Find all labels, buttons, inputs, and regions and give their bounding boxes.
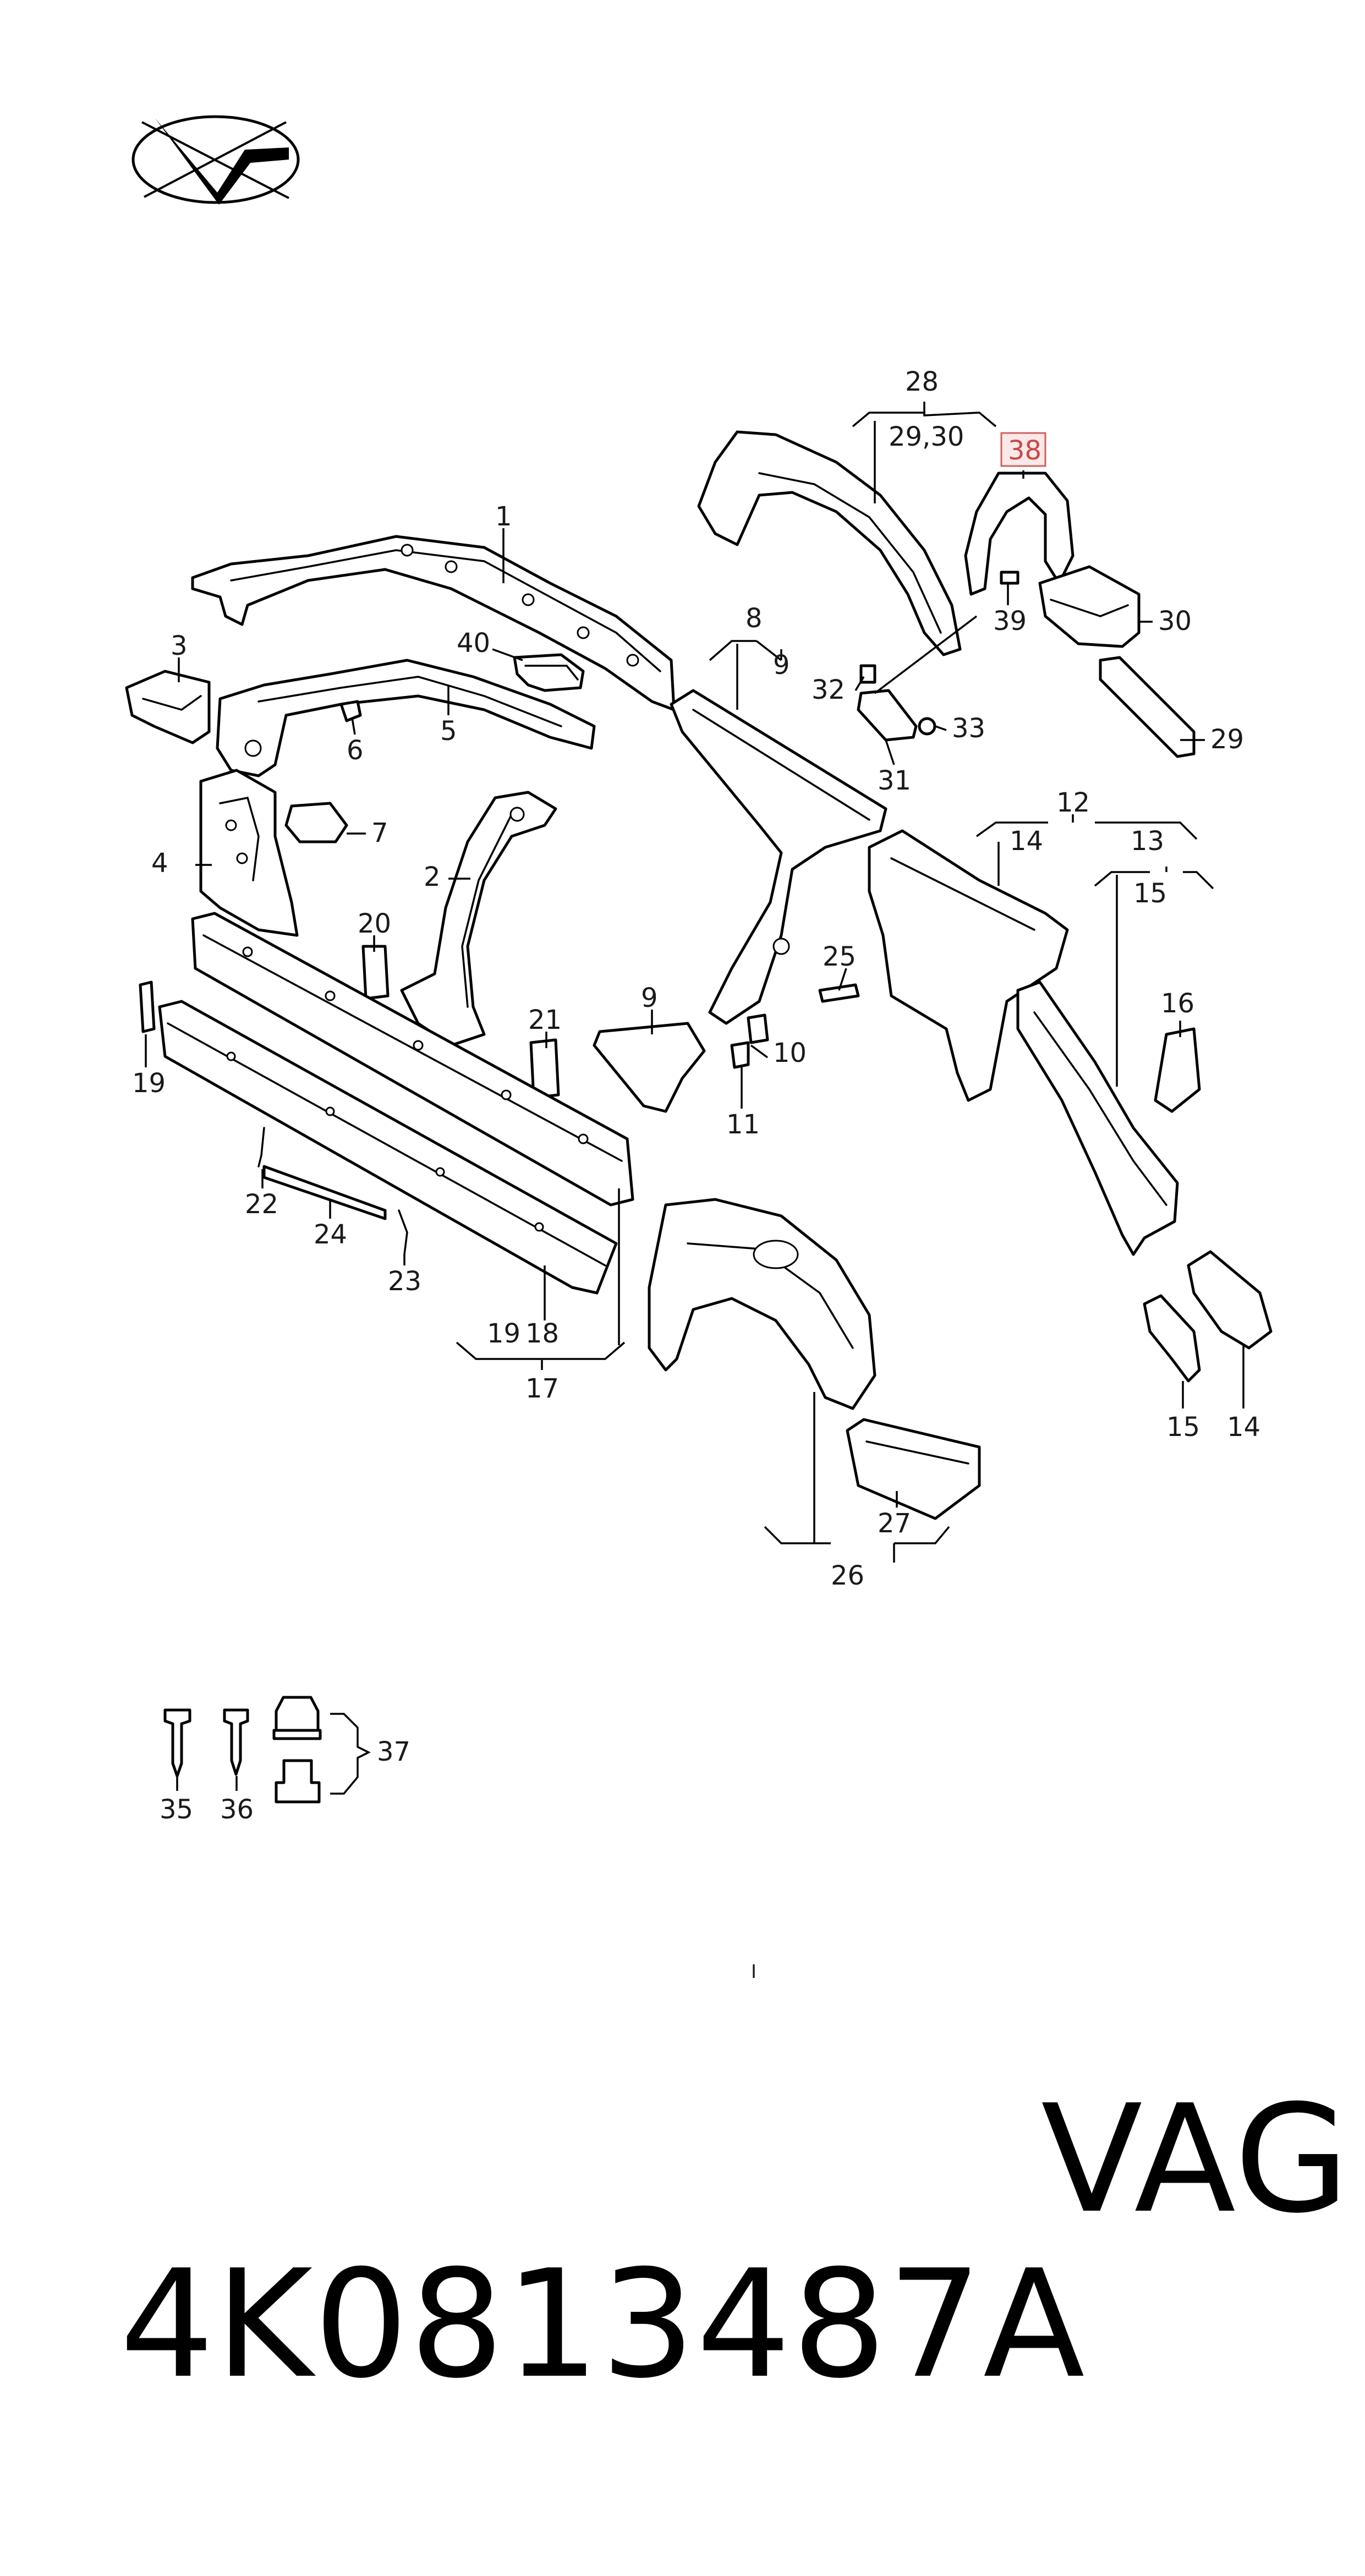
part-5-arch bbox=[216, 659, 596, 777]
part-30-bracket bbox=[1038, 565, 1141, 648]
brand-name: VAG bbox=[1041, 2073, 1351, 2246]
part-15-bracket bbox=[1143, 1294, 1201, 1383]
callout-22: 22 bbox=[245, 1189, 278, 1220]
part-26-wheelhouse-lower bbox=[648, 1198, 876, 1410]
callout-10: 10 bbox=[773, 1038, 807, 1068]
part-38-strut-bracket bbox=[964, 472, 1075, 596]
callout-29: 29 bbox=[1210, 724, 1244, 755]
part-number: 4K0813487A bbox=[119, 2238, 1086, 2411]
highlight-box-38 bbox=[1000, 432, 1046, 467]
callout-33: 33 bbox=[952, 713, 985, 744]
callout-19-lower: 19 bbox=[487, 1318, 520, 1349]
part-28-wheelhouse-upper bbox=[697, 430, 962, 656]
callout-20: 20 bbox=[358, 908, 391, 939]
callout-36: 36 bbox=[220, 1794, 254, 1825]
callout-29-30: 29,30 bbox=[889, 421, 964, 452]
part-32-screw bbox=[859, 664, 876, 684]
callout-11: 11 bbox=[726, 1109, 760, 1140]
callouts: 1 3 40 5 6 4 7 2 20 21 8 9 9 10 11 25 28… bbox=[132, 366, 1260, 1983]
part-19-sill-inner bbox=[158, 1000, 618, 1295]
callout-25: 25 bbox=[823, 941, 856, 972]
part-12-wheelhouse-inner bbox=[868, 829, 1069, 1102]
callout-27: 27 bbox=[878, 1508, 911, 1539]
callout-39: 39 bbox=[993, 606, 1027, 637]
part-1-roof-frame bbox=[191, 535, 676, 711]
callout-18: 18 bbox=[525, 1318, 559, 1349]
callout-21: 21 bbox=[528, 1005, 562, 1035]
callout-26: 26 bbox=[831, 1560, 864, 1591]
callout-19-upper: 19 bbox=[132, 1068, 166, 1099]
small-mark: I bbox=[751, 1961, 756, 1983]
ellipse-arrow-logo-icon bbox=[131, 115, 300, 205]
part-6-clip bbox=[339, 700, 362, 722]
callout-35: 35 bbox=[160, 1794, 193, 1825]
callout-14-upper: 14 bbox=[1010, 826, 1043, 857]
callout-9-lower: 9 bbox=[641, 983, 658, 1013]
callout-3: 3 bbox=[171, 631, 188, 661]
callout-4: 4 bbox=[151, 848, 168, 879]
part-16-bracket bbox=[1154, 1027, 1201, 1113]
part-35-screw bbox=[163, 1708, 191, 1778]
part-4-pillar-inner bbox=[199, 769, 299, 937]
part-40-bracket bbox=[513, 653, 585, 692]
callout-15-upper: 15 bbox=[1133, 878, 1167, 909]
part-31-bracket bbox=[857, 689, 918, 742]
part-25-clip bbox=[818, 983, 860, 1003]
part-29-strip bbox=[1099, 656, 1196, 758]
callout-14-lower: 14 bbox=[1227, 1412, 1260, 1443]
part-19-end-cap bbox=[139, 980, 156, 1033]
part-37-bolt bbox=[275, 1759, 321, 1804]
part-7-bracket bbox=[284, 802, 348, 843]
parts-diagram: 1 3 40 5 6 4 7 2 20 21 8 9 9 10 11 25 28… bbox=[125, 115, 1273, 1983]
leader-lines bbox=[145, 402, 1245, 1795]
part-10-11-brackets bbox=[730, 1013, 769, 1069]
callout-15-lower: 15 bbox=[1166, 1412, 1200, 1443]
part-36-screw bbox=[223, 1708, 249, 1776]
callout-1: 1 bbox=[495, 501, 512, 532]
callout-12: 12 bbox=[1056, 787, 1090, 818]
callout-17: 17 bbox=[525, 1373, 559, 1404]
part-number-caption: 4K0813487A VAG bbox=[23, 2077, 1350, 2407]
callout-24: 24 bbox=[314, 1219, 347, 1250]
callout-6: 6 bbox=[347, 735, 364, 766]
part-27-bracket bbox=[846, 1418, 981, 1520]
part-22-24-23-clips bbox=[257, 1127, 408, 1256]
callout-7: 7 bbox=[371, 818, 388, 848]
part-33-nut bbox=[918, 717, 936, 736]
callout-37: 37 bbox=[377, 1736, 410, 1767]
part-18-sill-outer bbox=[191, 912, 634, 1207]
part-39-bolt bbox=[1000, 571, 1019, 585]
callout-16: 16 bbox=[1161, 988, 1194, 1019]
callout-31: 31 bbox=[878, 765, 911, 796]
callout-32: 32 bbox=[812, 675, 845, 705]
callout-28: 28 bbox=[905, 366, 939, 397]
part-2-b-pillar bbox=[400, 791, 557, 1047]
callout-13: 13 bbox=[1131, 826, 1164, 857]
callout-38: 38 bbox=[1008, 435, 1041, 466]
part-3-bracket bbox=[125, 670, 211, 744]
part-14-bracket bbox=[1187, 1250, 1273, 1350]
callout-2: 2 bbox=[424, 862, 441, 892]
part-8-c-pillar bbox=[670, 689, 887, 1025]
part-13-rail bbox=[1016, 980, 1179, 1256]
part-20-plate bbox=[361, 945, 390, 1000]
part-21-plate bbox=[529, 1038, 560, 1099]
part-9-lower bbox=[593, 1022, 706, 1113]
callout-30: 30 bbox=[1158, 606, 1192, 637]
callout-40: 40 bbox=[457, 628, 490, 659]
callout-9-upper: 9 bbox=[773, 650, 790, 681]
callout-23: 23 bbox=[388, 1266, 421, 1297]
callout-8: 8 bbox=[745, 603, 763, 634]
part-37-nut bbox=[272, 1696, 322, 1740]
callout-5: 5 bbox=[440, 716, 457, 747]
